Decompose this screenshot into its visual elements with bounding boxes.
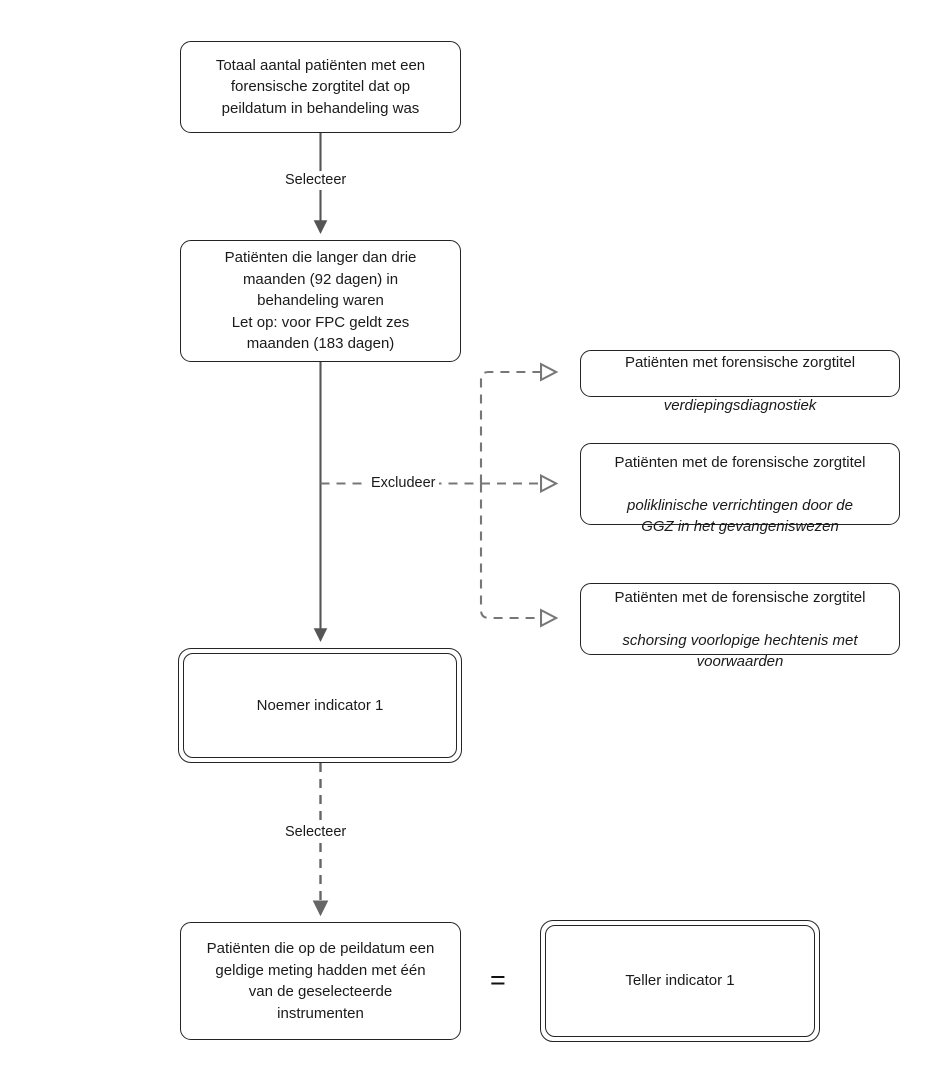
totaal-aantal-patienten-text: Totaal aantal patiënten met een forensis… [215, 56, 426, 117]
edge-label-selecteer-bottom: Selecteer [281, 823, 351, 842]
exclusie-3-line1: Patiënten met de forensische zorgtitel [614, 588, 866, 606]
geldige-meting-box: Patiënten die op de peildatum een geldig… [180, 922, 461, 1040]
teller-indicator-1-box: Teller indicator 1 [540, 920, 820, 1042]
geldige-meting-text: Patiënten die op de peildatum een geldig… [206, 940, 435, 1022]
exclusie-poliklinische-verrichtingen-box: Patiënten met de forensische zorgtitel p… [580, 443, 900, 535]
teller-indicator-1-inner: Teller indicator 1 [545, 925, 815, 1037]
langer-dan-drie-maanden-text: Patiënten die langer dan drie maanden (9… [224, 249, 417, 353]
exclusie-3-zorgtitel: schorsing voorlopige hechtenis met voorw… [622, 631, 858, 671]
exclusie-1-zorgtitel: verdiepingsdiagnostiek [663, 397, 817, 414]
equals-sign: = [490, 965, 506, 995]
edge-label-selecteer-top: Selecteer [281, 171, 351, 190]
teller-indicator-1-text: Teller indicator 1 [625, 972, 735, 990]
noemer-indicator-1-text: Noemer indicator 1 [256, 696, 384, 714]
noemer-indicator-1-inner: Noemer indicator 1 [183, 653, 457, 758]
exclusie-2-zorgtitel: poliklinische verrichtingen door de GGZ … [627, 496, 853, 536]
edge-label-excludeer: Excludeer [367, 474, 440, 493]
noemer-indicator-1-box: Noemer indicator 1 [178, 648, 462, 763]
exclusie-1-line1: Patiënten met forensische zorgtitel [624, 354, 856, 371]
exclusie-2-line1: Patiënten met de forensische zorgtitel [614, 453, 866, 471]
totaal-aantal-patienten-box: Totaal aantal patiënten met een forensis… [180, 41, 461, 133]
exclusie-schorsing-voorlopige-hechtenis-box: Patiënten met de forensische zorgtitel s… [580, 583, 900, 670]
edge-excludeer-branch [320, 372, 557, 618]
exclusie-verdiepingsdiagnostiek-box: Patiënten met forensische zorgtitel verd… [580, 350, 900, 414]
langer-dan-drie-maanden-box: Patiënten die langer dan drie maanden (9… [180, 240, 461, 362]
